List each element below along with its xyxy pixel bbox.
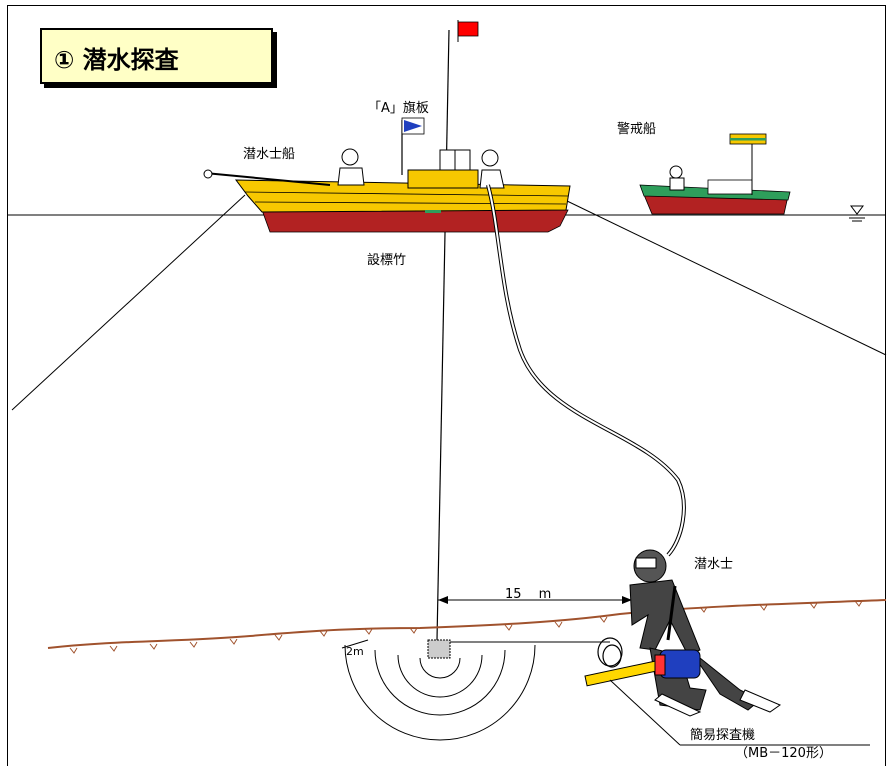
diagram-frame (7, 5, 886, 766)
marker-pole-label: 設標竹 (367, 253, 407, 268)
detector-model-label: （MB－120形） (735, 746, 832, 761)
water-level-marker (849, 205, 865, 222)
title-box: ① 潜水探査 (40, 28, 273, 84)
radius-label: 2m (346, 645, 364, 658)
diver-label: 潜水士 (694, 557, 734, 572)
marker-pole (436, 29, 450, 641)
diver-figure (629, 549, 782, 717)
boat-crew-left (337, 148, 365, 186)
search-radius-arcs (341, 639, 536, 741)
detector-device (584, 649, 701, 687)
page-title: ① 潜水探査 (54, 46, 179, 74)
seabed-grass (69, 600, 863, 654)
diver-boat (203, 117, 571, 233)
distance-label: 15 m (505, 587, 552, 602)
mooring-line-right (564, 199, 887, 356)
detector-leader (609, 679, 681, 746)
guard-boat (639, 133, 791, 215)
boat-crew-right (479, 149, 505, 189)
red-flag (457, 21, 479, 37)
a-flag-label: 「A」旗板 (368, 101, 429, 116)
guard-boat-label: 警戒船 (617, 122, 657, 137)
diver-boat-label: 潜水士船 (243, 147, 296, 162)
coiled-line (597, 637, 623, 668)
mooring-line-left (11, 194, 246, 411)
detector-label: 簡易探査機 (690, 728, 756, 743)
target-object (427, 639, 451, 659)
diver-hose (486, 184, 686, 557)
seabed-line (47, 599, 887, 649)
